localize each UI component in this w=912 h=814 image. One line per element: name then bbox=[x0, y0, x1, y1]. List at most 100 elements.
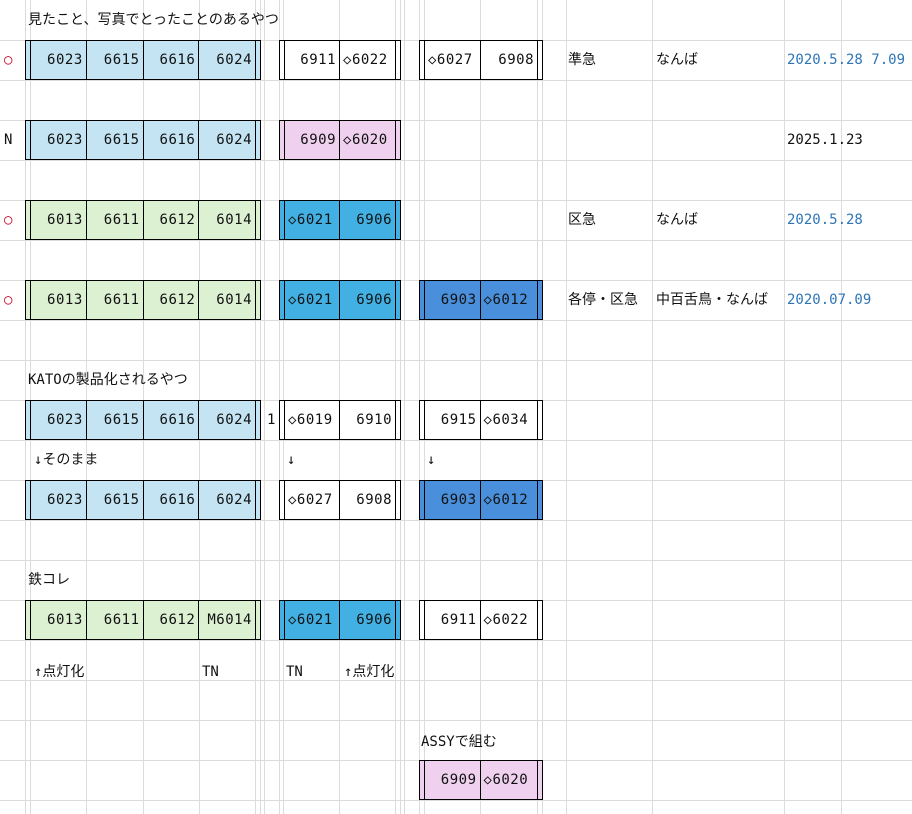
destination: なんば bbox=[656, 212, 698, 228]
train-car: ◇6021 bbox=[285, 281, 341, 319]
train-end-cap bbox=[255, 201, 260, 239]
train-formation: 6915◇6034 bbox=[419, 400, 543, 440]
train-car: 6023 bbox=[31, 41, 87, 79]
train-formation: 6911◇6022 bbox=[419, 600, 543, 640]
tn-note: TN bbox=[202, 664, 219, 680]
seen-mark-circle: ○ bbox=[4, 212, 13, 228]
train-car: ◇6012 bbox=[483, 492, 529, 508]
train-end-cap bbox=[26, 601, 31, 639]
train-end-cap bbox=[420, 481, 425, 519]
train-car: 6903 bbox=[425, 281, 481, 319]
grid-row-line bbox=[0, 360, 912, 361]
train-end-cap bbox=[255, 41, 260, 79]
train-end-cap bbox=[537, 41, 542, 79]
train-car: 6615 bbox=[87, 481, 144, 519]
destination: 中百舌鳥・なんば bbox=[656, 292, 768, 308]
train-end-cap bbox=[537, 401, 542, 439]
grid-column-line bbox=[566, 0, 567, 814]
train-car: 6013 bbox=[31, 201, 87, 239]
train-car: ◇6027 bbox=[425, 41, 481, 79]
train-car: 6014 bbox=[216, 212, 252, 228]
grid-row-line bbox=[0, 120, 912, 121]
train-end-cap bbox=[255, 481, 260, 519]
train-formation: 6911◇6022 bbox=[279, 40, 401, 80]
train-end-cap bbox=[26, 481, 31, 519]
train-car: 6616 bbox=[144, 401, 200, 439]
grid-row-line bbox=[0, 240, 912, 241]
train-end-cap bbox=[395, 601, 400, 639]
grid-row-line bbox=[0, 680, 912, 681]
train-end-cap bbox=[395, 121, 400, 159]
date-seen: 2020.07.09 bbox=[787, 292, 872, 308]
train-car: 6611 bbox=[87, 601, 144, 639]
train-car: 6906 bbox=[356, 612, 392, 628]
section-title-kato: KATOの製品化されるやつ bbox=[28, 372, 188, 388]
train-end-cap bbox=[395, 401, 400, 439]
row-mark-n: N bbox=[4, 132, 13, 148]
grid-column-line bbox=[784, 0, 785, 814]
tn-note: TN bbox=[286, 664, 303, 680]
train-end-cap bbox=[395, 281, 400, 319]
train-end-cap bbox=[280, 601, 285, 639]
grid-column-line bbox=[264, 0, 265, 814]
train-car: 6612 bbox=[144, 201, 200, 239]
date-seen: 2020.5.28 7.09 bbox=[787, 52, 906, 68]
grid-row-line bbox=[0, 720, 912, 721]
train-end-cap bbox=[255, 121, 260, 159]
train-car: 6915 bbox=[425, 401, 481, 439]
train-formation: 6909◇6020 bbox=[279, 120, 401, 160]
train-end-cap bbox=[420, 761, 425, 799]
grid-row-line bbox=[0, 160, 912, 161]
train-end-cap bbox=[280, 41, 285, 79]
train-car: 6910 bbox=[356, 412, 392, 428]
grid-row-line bbox=[0, 200, 912, 201]
arrow-note: ↓そのまま bbox=[34, 452, 99, 468]
train-end-cap bbox=[26, 41, 31, 79]
train-formation: ◇6021 6906 bbox=[279, 600, 401, 640]
train-car: 6616 bbox=[144, 481, 200, 519]
train-end-cap bbox=[280, 481, 285, 519]
train-car: 6024 bbox=[216, 132, 252, 148]
train-car: 6911 bbox=[425, 601, 481, 639]
train-end-cap bbox=[26, 121, 31, 159]
train-car: 6023 bbox=[31, 401, 87, 439]
grid-column-line bbox=[652, 0, 653, 814]
train-car: ◇6021 bbox=[285, 201, 341, 239]
train-car: 6615 bbox=[87, 41, 144, 79]
train-car: ◇6021 bbox=[285, 601, 341, 639]
train-car: 6013 bbox=[31, 281, 87, 319]
train-end-cap bbox=[395, 481, 400, 519]
train-car: 6909 bbox=[425, 761, 481, 799]
train-car: 6024 bbox=[216, 52, 252, 68]
grid-row-line bbox=[0, 320, 912, 321]
assy-note: ASSYで組む bbox=[421, 734, 497, 750]
train-car: 6612 bbox=[144, 281, 200, 319]
date-seen: 2025.1.23 bbox=[787, 132, 863, 148]
grid-column-line bbox=[841, 0, 842, 814]
train-car: 6024 bbox=[216, 412, 252, 428]
train-end-cap bbox=[255, 601, 260, 639]
train-car: 6616 bbox=[144, 121, 200, 159]
arrow-note: ↓ bbox=[287, 452, 296, 468]
train-car: 6023 bbox=[31, 481, 87, 519]
train-end-cap bbox=[255, 401, 260, 439]
train-car: 6903 bbox=[425, 481, 481, 519]
lighting-note: ↑点灯化 bbox=[344, 664, 395, 680]
train-car: ◇6012 bbox=[483, 292, 529, 308]
train-end-cap bbox=[26, 201, 31, 239]
train-end-cap bbox=[280, 201, 285, 239]
train-end-cap bbox=[420, 401, 425, 439]
train-car: 6013 bbox=[31, 601, 87, 639]
train-formation: 6903◇6012 bbox=[419, 480, 543, 520]
grid-row-line bbox=[0, 560, 912, 561]
